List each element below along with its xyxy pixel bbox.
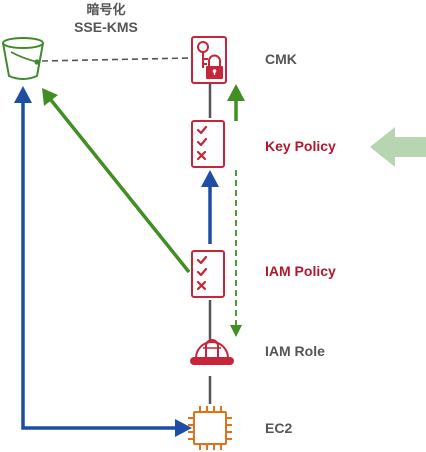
green-arrow-iampolicy-to-bucket xyxy=(42,88,191,274)
ec2-label: EC2 xyxy=(265,420,293,436)
encryption-label: 暗号化 SSE-KMS xyxy=(60,2,152,36)
dashed-green-arrow-to-iamrole xyxy=(230,170,242,337)
key-policy-label: Key Policy xyxy=(265,138,336,154)
green-arrow-keypolicy-to-cmk xyxy=(227,84,245,121)
bucket-cmk-dashed-link xyxy=(41,57,191,62)
encryption-label-line1: 暗号化 xyxy=(86,3,126,18)
cmk-label: CMK xyxy=(265,51,297,67)
s3-bucket-icon xyxy=(2,37,44,80)
chip-icon xyxy=(188,406,232,450)
pointer-arrow-icon xyxy=(370,127,426,167)
kms-key-lock-icon xyxy=(191,36,227,84)
blue-arrow-iampolicy-to-keypolicy xyxy=(201,170,219,244)
encryption-label-line2: SSE-KMS xyxy=(74,19,138,35)
blue-arrow-ec2-bucket xyxy=(14,86,192,437)
iam-policy-checklist-icon xyxy=(191,250,225,298)
iam-role-label: IAM Role xyxy=(265,343,325,359)
hard-hat-icon xyxy=(190,339,234,365)
iam-policy-label: IAM Policy xyxy=(265,263,336,279)
key-policy-checklist-icon xyxy=(191,120,225,168)
